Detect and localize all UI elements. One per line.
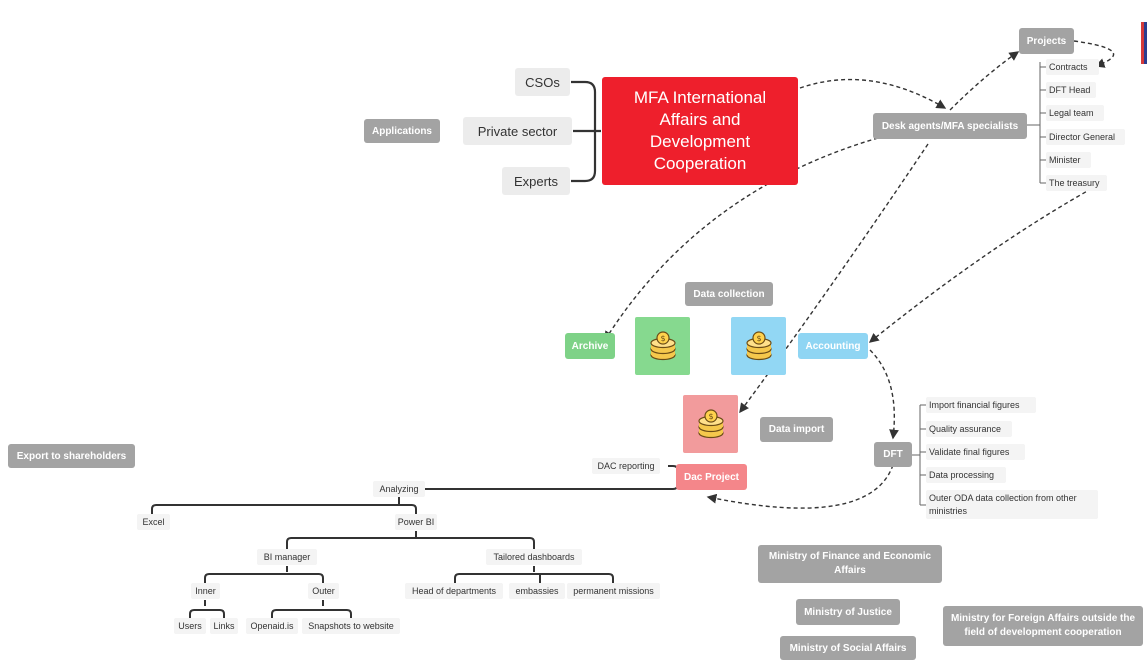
node-dac-project[interactable]: Dac Project [676, 464, 747, 490]
svg-text:$: $ [708, 412, 713, 421]
node-projects[interactable]: Projects [1019, 28, 1074, 54]
node-permanent-missions-label: permanent missions [573, 586, 654, 596]
node-excel-label: Excel [142, 517, 165, 527]
node-ministry-foreign[interactable]: Ministry for Foreign Affairs outside the… [943, 606, 1143, 646]
project-item-director-general[interactable]: Director General [1046, 129, 1125, 145]
dft-item-validate-final-figures[interactable]: Validate final figures [926, 444, 1025, 460]
node-applications[interactable]: Applications [364, 119, 440, 143]
node-private-sector[interactable]: Private sector [463, 117, 572, 145]
dft-item-label: Data processing [929, 470, 995, 480]
node-openaid-label: Openaid.is [250, 621, 294, 631]
node-data-collection-label: Data collection [693, 288, 765, 300]
node-accounting-label: Accounting [805, 340, 861, 352]
node-dac-project-label: Dac Project [683, 471, 740, 483]
node-data-collection[interactable]: Data collection [685, 282, 773, 306]
node-dac-reporting-label: DAC reporting [597, 461, 655, 471]
node-users-label: Users [178, 621, 202, 631]
node-analyzing[interactable]: Analyzing [373, 481, 425, 497]
project-item-label: The treasury [1049, 178, 1100, 188]
node-links[interactable]: Links [210, 618, 238, 634]
project-item-label: Minister [1049, 155, 1081, 165]
dft-item-quality-assurance[interactable]: Quality assurance [926, 421, 1012, 437]
node-power-bi[interactable]: Power BI [395, 514, 437, 530]
node-dac-reporting[interactable]: DAC reporting [592, 458, 660, 474]
project-item-minister[interactable]: Minister [1046, 152, 1091, 168]
node-export-shareholders-label: Export to shareholders [16, 450, 127, 462]
node-private-sector-label: Private sector [477, 123, 558, 139]
node-dft[interactable]: DFT [874, 442, 912, 467]
node-tailored-dashboards-label: Tailored dashboards [493, 552, 575, 562]
node-ministry-social[interactable]: Ministry of Social Affairs [780, 636, 916, 660]
node-csos[interactable]: CSOs [515, 68, 570, 96]
project-item-contracts[interactable]: Contracts [1046, 59, 1099, 75]
node-tailored-dashboards[interactable]: Tailored dashboards [486, 549, 582, 565]
coin-stack-icon: $ [745, 331, 772, 361]
project-item-label: Director General [1049, 132, 1116, 142]
node-ministry-social-label: Ministry of Social Affairs [789, 642, 907, 654]
svg-text:$: $ [756, 334, 761, 343]
node-export-shareholders[interactable]: Export to shareholders [8, 444, 135, 468]
node-desk-agents-label: Desk agents/MFA specialists [881, 120, 1019, 132]
node-bi-manager[interactable]: BI manager [257, 549, 317, 565]
node-excel[interactable]: Excel [137, 514, 170, 530]
node-applications-label: Applications [371, 125, 432, 137]
node-embassies[interactable]: embassies [509, 583, 565, 599]
node-permanent-missions[interactable]: permanent missions [567, 583, 660, 599]
node-dft-label: DFT [883, 449, 903, 460]
node-users[interactable]: Users [174, 618, 206, 634]
center-node-label: MFA International Affairs and Developmen… [633, 88, 767, 173]
node-head-of-departments-label: Head of departments [411, 586, 497, 596]
node-experts[interactable]: Experts [502, 167, 570, 195]
dft-item-label: Outer ODA data collection from other min… [929, 492, 1077, 516]
node-head-of-departments[interactable]: Head of departments [405, 583, 503, 599]
node-ministry-justice[interactable]: Ministry of Justice [796, 599, 900, 625]
node-ministry-justice-label: Ministry of Justice [804, 606, 892, 618]
node-archive[interactable]: Archive [565, 333, 615, 359]
node-data-import[interactable]: Data import [760, 417, 833, 442]
node-archive-label: Archive [571, 340, 609, 352]
node-experts-label: Experts [513, 173, 559, 189]
dft-item-label: Quality assurance [929, 424, 1002, 434]
coin-stack-icon: $ [649, 331, 676, 361]
project-item-label: DFT Head [1049, 85, 1091, 95]
node-data-import-label: Data import [768, 424, 825, 435]
coin-stack-icon: $ [697, 409, 724, 439]
node-csos-label: CSOs [525, 74, 560, 90]
dft-item-import-financial-figures[interactable]: Import financial figures [926, 397, 1036, 413]
node-analyzing-label: Analyzing [379, 484, 419, 494]
svg-text:$: $ [660, 334, 665, 343]
dft-item-label: Import financial figures [929, 400, 1020, 410]
node-snapshots-label: Snapshots to website [308, 621, 394, 631]
node-desk-agents[interactable]: Desk agents/MFA specialists [873, 113, 1027, 139]
node-outer[interactable]: Outer [308, 583, 339, 599]
node-embassies-label: embassies [515, 586, 559, 596]
node-ministry-foreign-label: Ministry for Foreign Affairs outside the… [950, 613, 1136, 638]
accounting-tile: $ [731, 317, 786, 375]
node-openaid[interactable]: Openaid.is [246, 618, 298, 634]
project-item-treasury[interactable]: The treasury [1046, 175, 1107, 191]
project-item-dft-head[interactable]: DFT Head [1046, 82, 1096, 98]
node-power-bi-label: Power BI [397, 517, 435, 527]
node-ministry-finance-label: Ministry of Finance and Economic Affairs [768, 551, 932, 576]
corner-fragment [1141, 22, 1147, 64]
node-links-label: Links [213, 621, 235, 631]
node-bi-manager-label: BI manager [263, 552, 311, 562]
project-item-label: Legal team [1049, 108, 1094, 118]
node-accounting[interactable]: Accounting [798, 333, 868, 359]
node-projects-label: Projects [1026, 35, 1067, 47]
dft-item-data-processing[interactable]: Data processing [926, 467, 1006, 483]
node-inner[interactable]: Inner [191, 583, 220, 599]
project-item-legal-team[interactable]: Legal team [1046, 105, 1104, 121]
node-outer-label: Outer [312, 586, 335, 596]
dac-tile: $ [683, 395, 738, 453]
node-ministry-finance[interactable]: Ministry of Finance and Economic Affairs [758, 545, 942, 583]
node-inner-label: Inner [195, 586, 216, 596]
archive-tile: $ [635, 317, 690, 375]
project-item-label: Contracts [1049, 62, 1088, 72]
node-snapshots[interactable]: Snapshots to website [302, 618, 400, 634]
dft-item-label: Validate final figures [929, 447, 1010, 457]
center-node[interactable]: MFA International Affairs and Developmen… [602, 77, 798, 185]
dft-item-outer-oda[interactable]: Outer ODA data collection from other min… [926, 490, 1098, 519]
